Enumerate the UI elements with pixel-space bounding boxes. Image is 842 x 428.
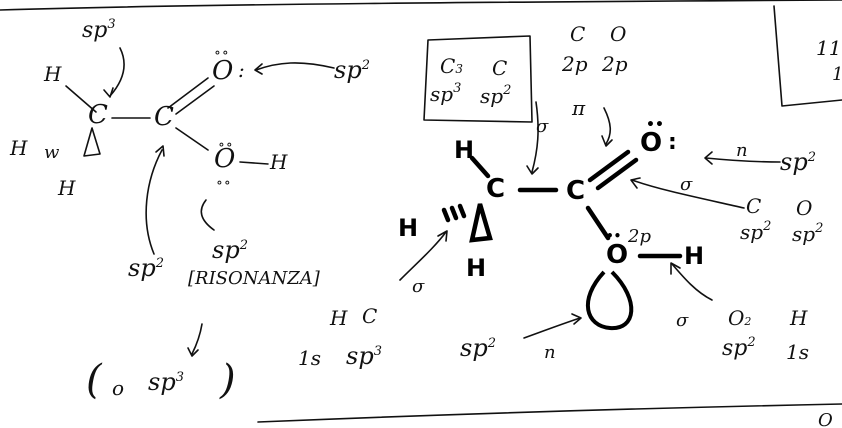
left-bond-h1-c bbox=[65, 85, 97, 113]
right-bond-h-c bbox=[469, 155, 491, 179]
right-arrow-oh-sigma bbox=[671, 263, 713, 301]
right-H-top: H bbox=[454, 136, 475, 164]
right-O2: O2 bbox=[728, 306, 752, 330]
left-top-hyb: sp3 bbox=[82, 17, 116, 43]
right-sigma-right: σ bbox=[680, 174, 693, 195]
left-alt-close: ) bbox=[220, 357, 236, 403]
right-arrow-sigma bbox=[631, 179, 745, 209]
left-o-dots-side: : bbox=[238, 58, 245, 82]
right-H-left: H bbox=[398, 214, 419, 242]
right-O-dots: •• bbox=[606, 229, 622, 243]
left-arrow-sp3 bbox=[109, 47, 125, 97]
top-right-sub: 1 bbox=[832, 66, 842, 84]
right-lone-pair-lobe bbox=[585, 270, 634, 331]
left-double-bond-b bbox=[175, 85, 215, 115]
bottom-edge-line bbox=[257, 403, 842, 423]
right-H-oh2: H bbox=[790, 306, 808, 330]
right-wedge bbox=[469, 203, 493, 243]
left-double-bond-a bbox=[167, 77, 209, 109]
right-sigma-hc: σ bbox=[412, 276, 425, 297]
right-O-label: O bbox=[610, 22, 627, 46]
right-double-bond-a bbox=[587, 149, 631, 183]
right-C2: C bbox=[566, 176, 586, 206]
left-bond-c2-oh bbox=[175, 127, 209, 151]
right-O-double: O bbox=[640, 128, 663, 158]
right-sp-c: sp2 bbox=[740, 219, 772, 244]
left-H2: H bbox=[10, 136, 28, 160]
left-alt-o: o bbox=[112, 376, 125, 400]
left-O-single: O bbox=[214, 144, 236, 174]
right-hash-2 bbox=[449, 205, 459, 221]
left-O-double: O bbox=[212, 56, 234, 86]
right-arrow-sigma-top bbox=[531, 101, 539, 173]
left-alt-open: ( bbox=[86, 357, 102, 403]
right-hash-3 bbox=[457, 203, 467, 219]
right-C1: C bbox=[486, 174, 506, 204]
left-H-oh: H bbox=[270, 150, 288, 174]
right-O-dots-side: : bbox=[668, 130, 677, 155]
right-arrow-hc-sigma bbox=[399, 231, 447, 281]
right-2p-2: 2p bbox=[602, 52, 628, 76]
right-H-bottom: H bbox=[466, 254, 487, 282]
bottom-right-mark: O bbox=[818, 410, 833, 428]
right-O-single: O bbox=[606, 240, 629, 270]
left-sp2-o: sp2 bbox=[212, 236, 248, 264]
left-arrow-c-sp2 bbox=[145, 149, 163, 255]
right-O-dots-top: •• bbox=[646, 117, 664, 133]
right-sp3-small: sp3 bbox=[346, 342, 382, 370]
box-sp2: sp2 bbox=[480, 83, 512, 108]
left-alt-sp3: sp3 bbox=[148, 368, 184, 396]
right-n-label: n bbox=[736, 140, 748, 161]
right-C-label: C bbox=[570, 22, 586, 46]
top-right-frame bbox=[773, 5, 842, 107]
right-sp2-right: sp2 bbox=[780, 148, 816, 176]
left-sp2-c: sp2 bbox=[128, 254, 164, 282]
left-bond-o-h bbox=[239, 161, 269, 165]
right-n-lone: n bbox=[544, 342, 556, 363]
left-hash-mark: w bbox=[44, 142, 60, 163]
right-1s: 1s bbox=[298, 346, 321, 370]
center-box bbox=[423, 35, 533, 123]
left-oh-dots-bottom: ∘∘ bbox=[216, 175, 232, 191]
right-sp-o: sp2 bbox=[792, 221, 824, 246]
left-arrow-o-sp2 bbox=[200, 199, 215, 231]
right-H-oh: H bbox=[684, 242, 705, 270]
left-arrow-sp2-top bbox=[255, 62, 335, 71]
left-resonance-note: [RISONANZA] bbox=[188, 268, 320, 289]
right-c-sp2: C bbox=[746, 194, 762, 218]
right-bond-c2-o bbox=[585, 205, 611, 241]
right-sigma-oh: σ bbox=[676, 310, 689, 331]
right-pi: π bbox=[572, 96, 586, 120]
right-arrow-lone-pair bbox=[523, 317, 581, 339]
right-H-small: H bbox=[330, 306, 348, 330]
right-hash-1 bbox=[441, 207, 451, 223]
left-H3: H bbox=[58, 176, 76, 200]
top-edge-line bbox=[0, 0, 842, 11]
right-C-small: C bbox=[362, 304, 378, 328]
top-right-label: 11 bbox=[816, 36, 842, 60]
right-arrow-n bbox=[705, 157, 781, 163]
box-c3: C3 bbox=[440, 54, 463, 78]
left-C1: C bbox=[88, 100, 108, 130]
right-double-bond-b bbox=[595, 157, 639, 191]
box-c: C bbox=[492, 56, 508, 80]
right-sp2-lone: sp2 bbox=[460, 334, 496, 362]
box-sp3: sp3 bbox=[430, 81, 462, 106]
right-sigma-top: σ bbox=[536, 116, 549, 137]
left-arrow-risonanza bbox=[191, 323, 203, 355]
right-arrow-pi bbox=[603, 107, 612, 145]
left-oh-dots-top: ∘∘ bbox=[218, 137, 234, 153]
right-o-sp2: O bbox=[796, 196, 813, 220]
left-wedge bbox=[83, 127, 101, 157]
right-sp-oh: sp2 bbox=[722, 335, 756, 361]
right-1s-oh: 1s bbox=[786, 340, 809, 364]
left-C2: C bbox=[154, 102, 174, 132]
left-o-dots-top: ∘∘ bbox=[214, 45, 230, 61]
left-sp2-carbonyl: sp2 bbox=[334, 56, 370, 84]
right-o-2p: 2p bbox=[628, 226, 651, 247]
right-2p-1: 2p bbox=[562, 52, 588, 76]
left-H1: H bbox=[44, 62, 62, 86]
